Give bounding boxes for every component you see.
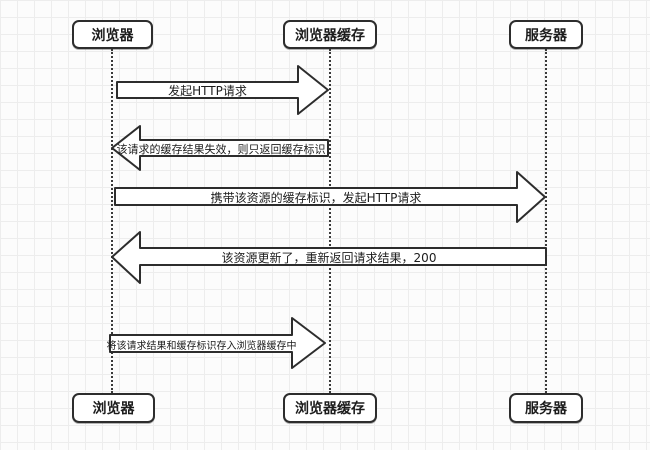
actor-box-browser-cache-top: 浏览器缓存 bbox=[283, 20, 377, 49]
lifeline-browser bbox=[111, 49, 113, 393]
message-label-3: 携带该资源的缓存标识，发起HTTP请求 bbox=[210, 190, 422, 205]
message-arrow-2-left bbox=[111, 125, 329, 171]
message-label-4: 该资源更新了，重新返回请求结果，200 bbox=[221, 250, 437, 265]
message-label-2: 该请求的缓存结果失效，则只返回缓存标识 bbox=[116, 142, 326, 156]
message-arrow-3-right bbox=[114, 171, 546, 223]
message-arrow-5-right bbox=[109, 317, 326, 369]
message-label-1: 发起HTTP请求 bbox=[168, 83, 247, 98]
actor-box-browser-bottom: 浏览器 bbox=[72, 393, 155, 423]
actor-box-server-top: 服务器 bbox=[509, 20, 583, 49]
message-arrow-4-left bbox=[111, 231, 547, 284]
message-label-5: 将该请求结果和缓存标识存入浏览器缓存中 bbox=[106, 340, 297, 352]
lifeline-server bbox=[545, 49, 547, 393]
message-arrow-1-right bbox=[116, 65, 329, 115]
actor-box-browser-cache-bottom: 浏览器缓存 bbox=[283, 393, 377, 423]
lifeline-browser-cache bbox=[329, 49, 331, 393]
actor-box-server-bottom: 服务器 bbox=[509, 393, 583, 423]
actor-box-browser-top: 浏览器 bbox=[72, 20, 153, 49]
